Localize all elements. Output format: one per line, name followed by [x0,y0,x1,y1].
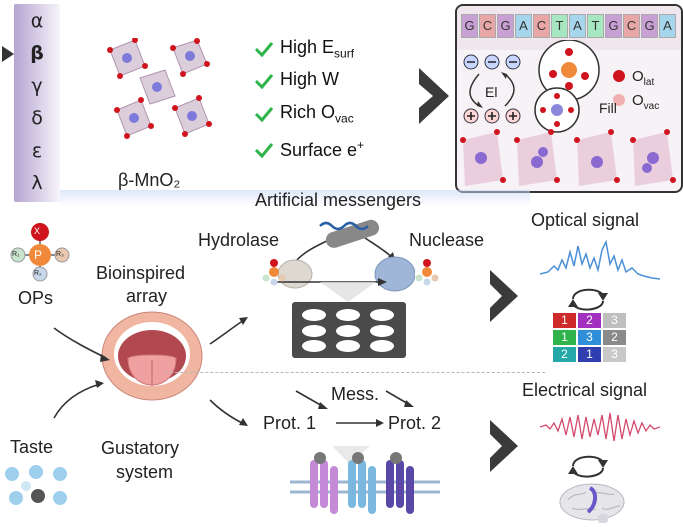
sensor-response-matrix: 1 2 3 1 3 2 2 1 3 [553,313,627,363]
check-icon [254,74,274,90]
electron-transfer-label: El [485,84,498,100]
gustatory-label-line1: Gustatory [101,438,180,458]
phase-gamma: γ [31,75,43,97]
optical-spectrum-curve [540,239,660,280]
feature-surface-e: Surface e+ [280,138,365,160]
crystal-label: β-MnO₂ [118,170,181,190]
section-divider [165,372,545,373]
flow-arrows [53,317,248,426]
op-substituent-x: X [34,226,41,236]
selector-arrow-icon [2,46,14,62]
section-glow [60,190,530,206]
electrical-waveform [540,412,660,442]
phase-beta: β [30,42,44,64]
dna-base: G [461,14,478,38]
phase-alpha: α [30,10,44,32]
matrix-cell: 3 [603,313,626,328]
phase-delta: δ [31,107,43,129]
mechanism-panel: G C G A C T A T G C G A [455,4,683,193]
cycle-arrows-icon [568,288,608,311]
phase-sidebar: α β γ δ ε λ [14,4,60,202]
cycle-arrows-icon [568,455,608,478]
optical-signal-title: Optical signal [531,210,640,230]
dna-base: T [551,14,568,38]
taste-label: Taste [10,437,54,457]
dna-base: C [623,14,640,38]
dna-base: A [515,14,532,38]
dna-base: C [533,14,550,38]
matrix-cell: 2 [603,330,626,345]
op-substituent-r3: R₃ [56,251,64,258]
matrix-cell: 1 [553,330,576,345]
matrix-cell: 1 [578,347,601,362]
nuclease-label: Nuclease [409,230,485,250]
matrix-cell: 2 [578,313,601,328]
chevron-right-icon [490,270,518,322]
dna-base: A [569,14,586,38]
op-substituent-r2: R₂ [34,270,42,277]
receptor-membrane [290,446,440,514]
op-structure [10,223,70,282]
feature-high-esurf: High Esurf [280,37,355,61]
matrix-cell: 3 [603,347,626,362]
legend-o-lat: Olat [632,68,655,88]
dna-base: G [641,14,658,38]
taste-molecules [5,465,67,505]
dna-base: A [659,14,676,38]
protein-2-label: Prot. 2 [388,413,442,433]
electrical-signal-title: Electrical signal [522,380,648,400]
dna-base: C [479,14,496,38]
check-icon [254,107,274,123]
well-plate [292,282,406,358]
matrix-cell: 1 [553,313,576,328]
check-icon [254,143,274,159]
fill-label: Fill [599,100,617,116]
op-molecule-icon [415,259,439,286]
hydrolase-label: Hydrolase [198,230,280,250]
chevron-right-icon [419,68,449,124]
matrix-cell: 2 [553,347,576,362]
op-center-p: P [34,248,43,262]
mechanism-graphic [460,40,676,186]
phase-epsilon: ε [31,140,43,162]
phase-lambda: λ [31,172,43,194]
legend-o-vac: Ovac [632,92,660,112]
op-molecule-icon [262,259,286,286]
signal-arrows [295,390,414,427]
feature-high-w: High W [280,69,340,89]
gustatory-label-line2: system [116,462,174,482]
protein-1-label: Prot. 1 [263,413,317,433]
dna-base: T [587,14,604,38]
ops-label: OPs [18,288,54,308]
brain-icon [559,483,625,523]
messengers-title: Artificial messengers [255,190,422,210]
crystal-structure [107,38,212,139]
check-icon [254,42,274,58]
chevron-right-icon [490,420,518,472]
feature-rich-ovac: Rich Ovac [280,102,354,126]
dna-base: G [605,14,622,38]
messenger-label: Mess. [331,384,380,404]
op-substituent-r1: R₁ [12,251,20,258]
bioinspired-label-line1: Bioinspired [96,263,186,283]
bioinspired-label-line2: array [126,286,168,306]
mouth-tongue-illustration [101,311,203,401]
dna-base: G [497,14,514,38]
matrix-cell: 3 [578,330,601,345]
